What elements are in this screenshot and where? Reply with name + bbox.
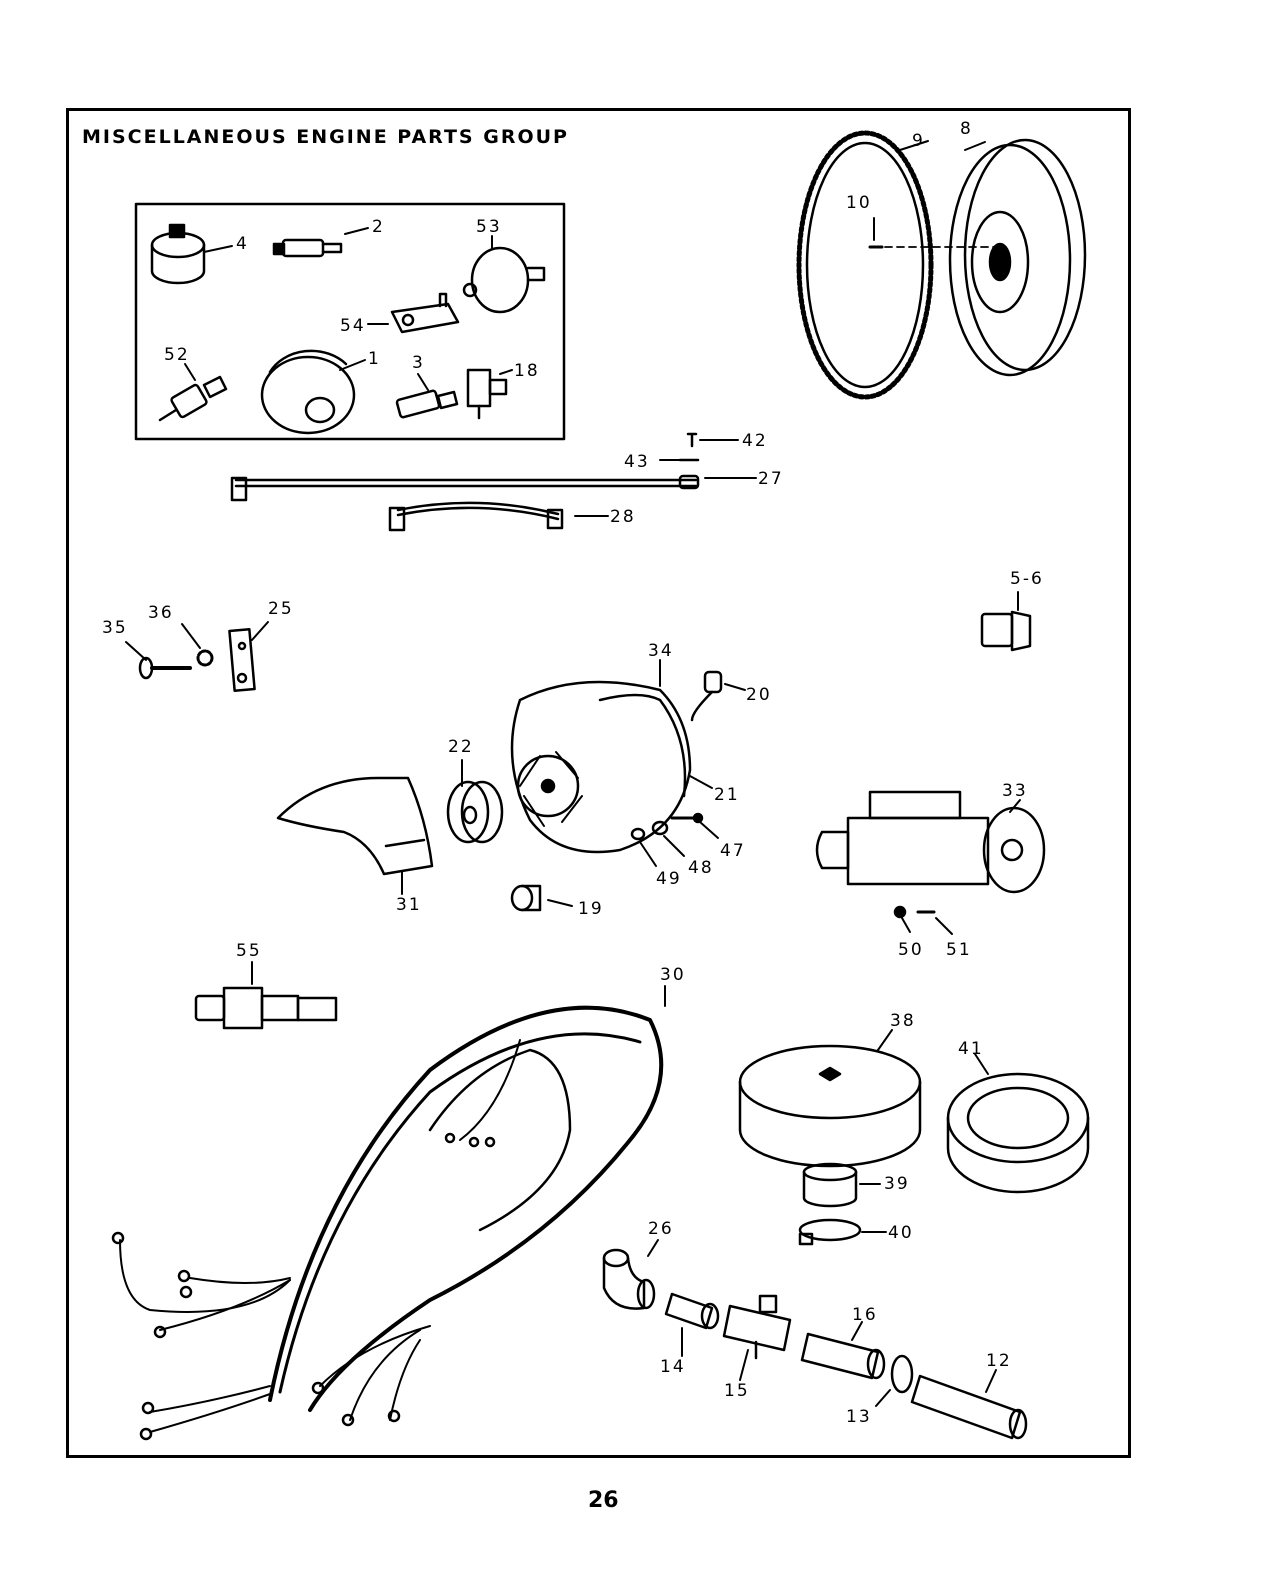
part-25-terminal-plate — [229, 622, 268, 691]
callout-21: 21 — [714, 785, 740, 805]
part-20-connector — [692, 672, 745, 720]
callout-31: 31 — [396, 895, 422, 915]
part-12-hose — [912, 1370, 1026, 1438]
callout-27: 27 — [758, 469, 784, 489]
callout-35: 35 — [102, 618, 128, 638]
part-42-screw — [688, 434, 738, 446]
part-30-wiring-harness — [113, 986, 665, 1439]
part-13-hose-clamp — [876, 1356, 912, 1406]
part-3-switch — [396, 374, 457, 418]
part-52-sender — [160, 364, 226, 420]
part-22-pulley — [448, 760, 502, 842]
part-33-starter — [817, 792, 1044, 892]
callout-54: 54 — [340, 316, 366, 336]
part-28-ground-cable — [390, 503, 608, 530]
callout-19: 19 — [578, 899, 604, 919]
callout-26: 26 — [648, 1219, 674, 1239]
callout-1: 1 — [368, 349, 381, 369]
part-2-temp-sender — [274, 228, 368, 256]
callout-39: 39 — [884, 1174, 910, 1194]
callout-20: 20 — [746, 685, 772, 705]
part-51-bolt — [918, 912, 952, 934]
part-50-washer — [895, 907, 910, 932]
part-27-battery-cable — [232, 476, 756, 500]
callout-34: 34 — [648, 641, 674, 661]
part-38-air-cleaner-cover — [740, 1030, 920, 1166]
callout-38: 38 — [890, 1011, 916, 1031]
callout-18: 18 — [514, 361, 540, 381]
part-39-adapter — [804, 1164, 880, 1206]
part-48-washer — [653, 822, 684, 856]
callout-40: 40 — [888, 1223, 914, 1243]
part-15-valve — [724, 1296, 790, 1380]
callout-43: 43 — [624, 452, 650, 472]
part-21-alternator-housing-callout — [690, 776, 712, 788]
callout-5-6: 5-6 — [1010, 569, 1044, 589]
part-4-pressure-sender — [152, 225, 232, 283]
part-53-pressure-switch — [464, 236, 544, 312]
callout-50: 50 — [898, 940, 924, 960]
callout-28: 28 — [610, 507, 636, 527]
callout-42: 42 — [742, 431, 768, 451]
callout-10: 10 — [846, 193, 872, 213]
part-35-bolt — [126, 642, 190, 678]
part-47-bolt — [672, 814, 718, 838]
callout-12: 12 — [986, 1351, 1012, 1371]
callout-48: 48 — [688, 858, 714, 878]
callout-8: 8 — [960, 119, 973, 139]
callout-4: 4 — [236, 234, 249, 254]
part-5-6-plug — [982, 592, 1030, 650]
part-41-air-filter-element — [948, 1054, 1088, 1192]
part-54-adapter — [368, 294, 458, 332]
callout-36: 36 — [148, 603, 174, 623]
part-19-spacer — [512, 886, 572, 910]
part-36-lockwasher — [182, 624, 212, 665]
part-26-elbow — [604, 1240, 658, 1309]
callout-13: 13 — [846, 1407, 872, 1427]
part-40-clamp — [800, 1220, 886, 1244]
part-1-sender-can — [262, 351, 365, 433]
callout-16: 16 — [852, 1305, 878, 1325]
callout-30: 30 — [660, 965, 686, 985]
callout-9: 9 — [912, 131, 925, 151]
callout-53: 53 — [476, 217, 502, 237]
callout-51: 51 — [946, 940, 972, 960]
callout-47: 47 — [720, 841, 746, 861]
callout-3: 3 — [412, 353, 425, 373]
callout-41: 41 — [958, 1039, 984, 1059]
part-16-hose-nipple — [802, 1322, 884, 1378]
callout-33: 33 — [1002, 781, 1028, 801]
callout-49: 49 — [656, 869, 682, 889]
callout-14: 14 — [660, 1357, 686, 1377]
callout-55: 55 — [236, 941, 262, 961]
part-9-ring-gear — [799, 133, 931, 397]
part-18-tee-fitting — [468, 370, 512, 418]
callout-15: 15 — [724, 1381, 750, 1401]
callout-52: 52 — [164, 345, 190, 365]
part-55-temp-sender — [196, 962, 336, 1028]
callout-25: 25 — [268, 599, 294, 619]
callout-22: 22 — [448, 737, 474, 757]
callout-2: 2 — [372, 217, 385, 237]
part-8-flywheel — [950, 140, 1085, 375]
part-31-fan-shroud — [278, 778, 432, 894]
part-14-nipple — [666, 1294, 718, 1356]
